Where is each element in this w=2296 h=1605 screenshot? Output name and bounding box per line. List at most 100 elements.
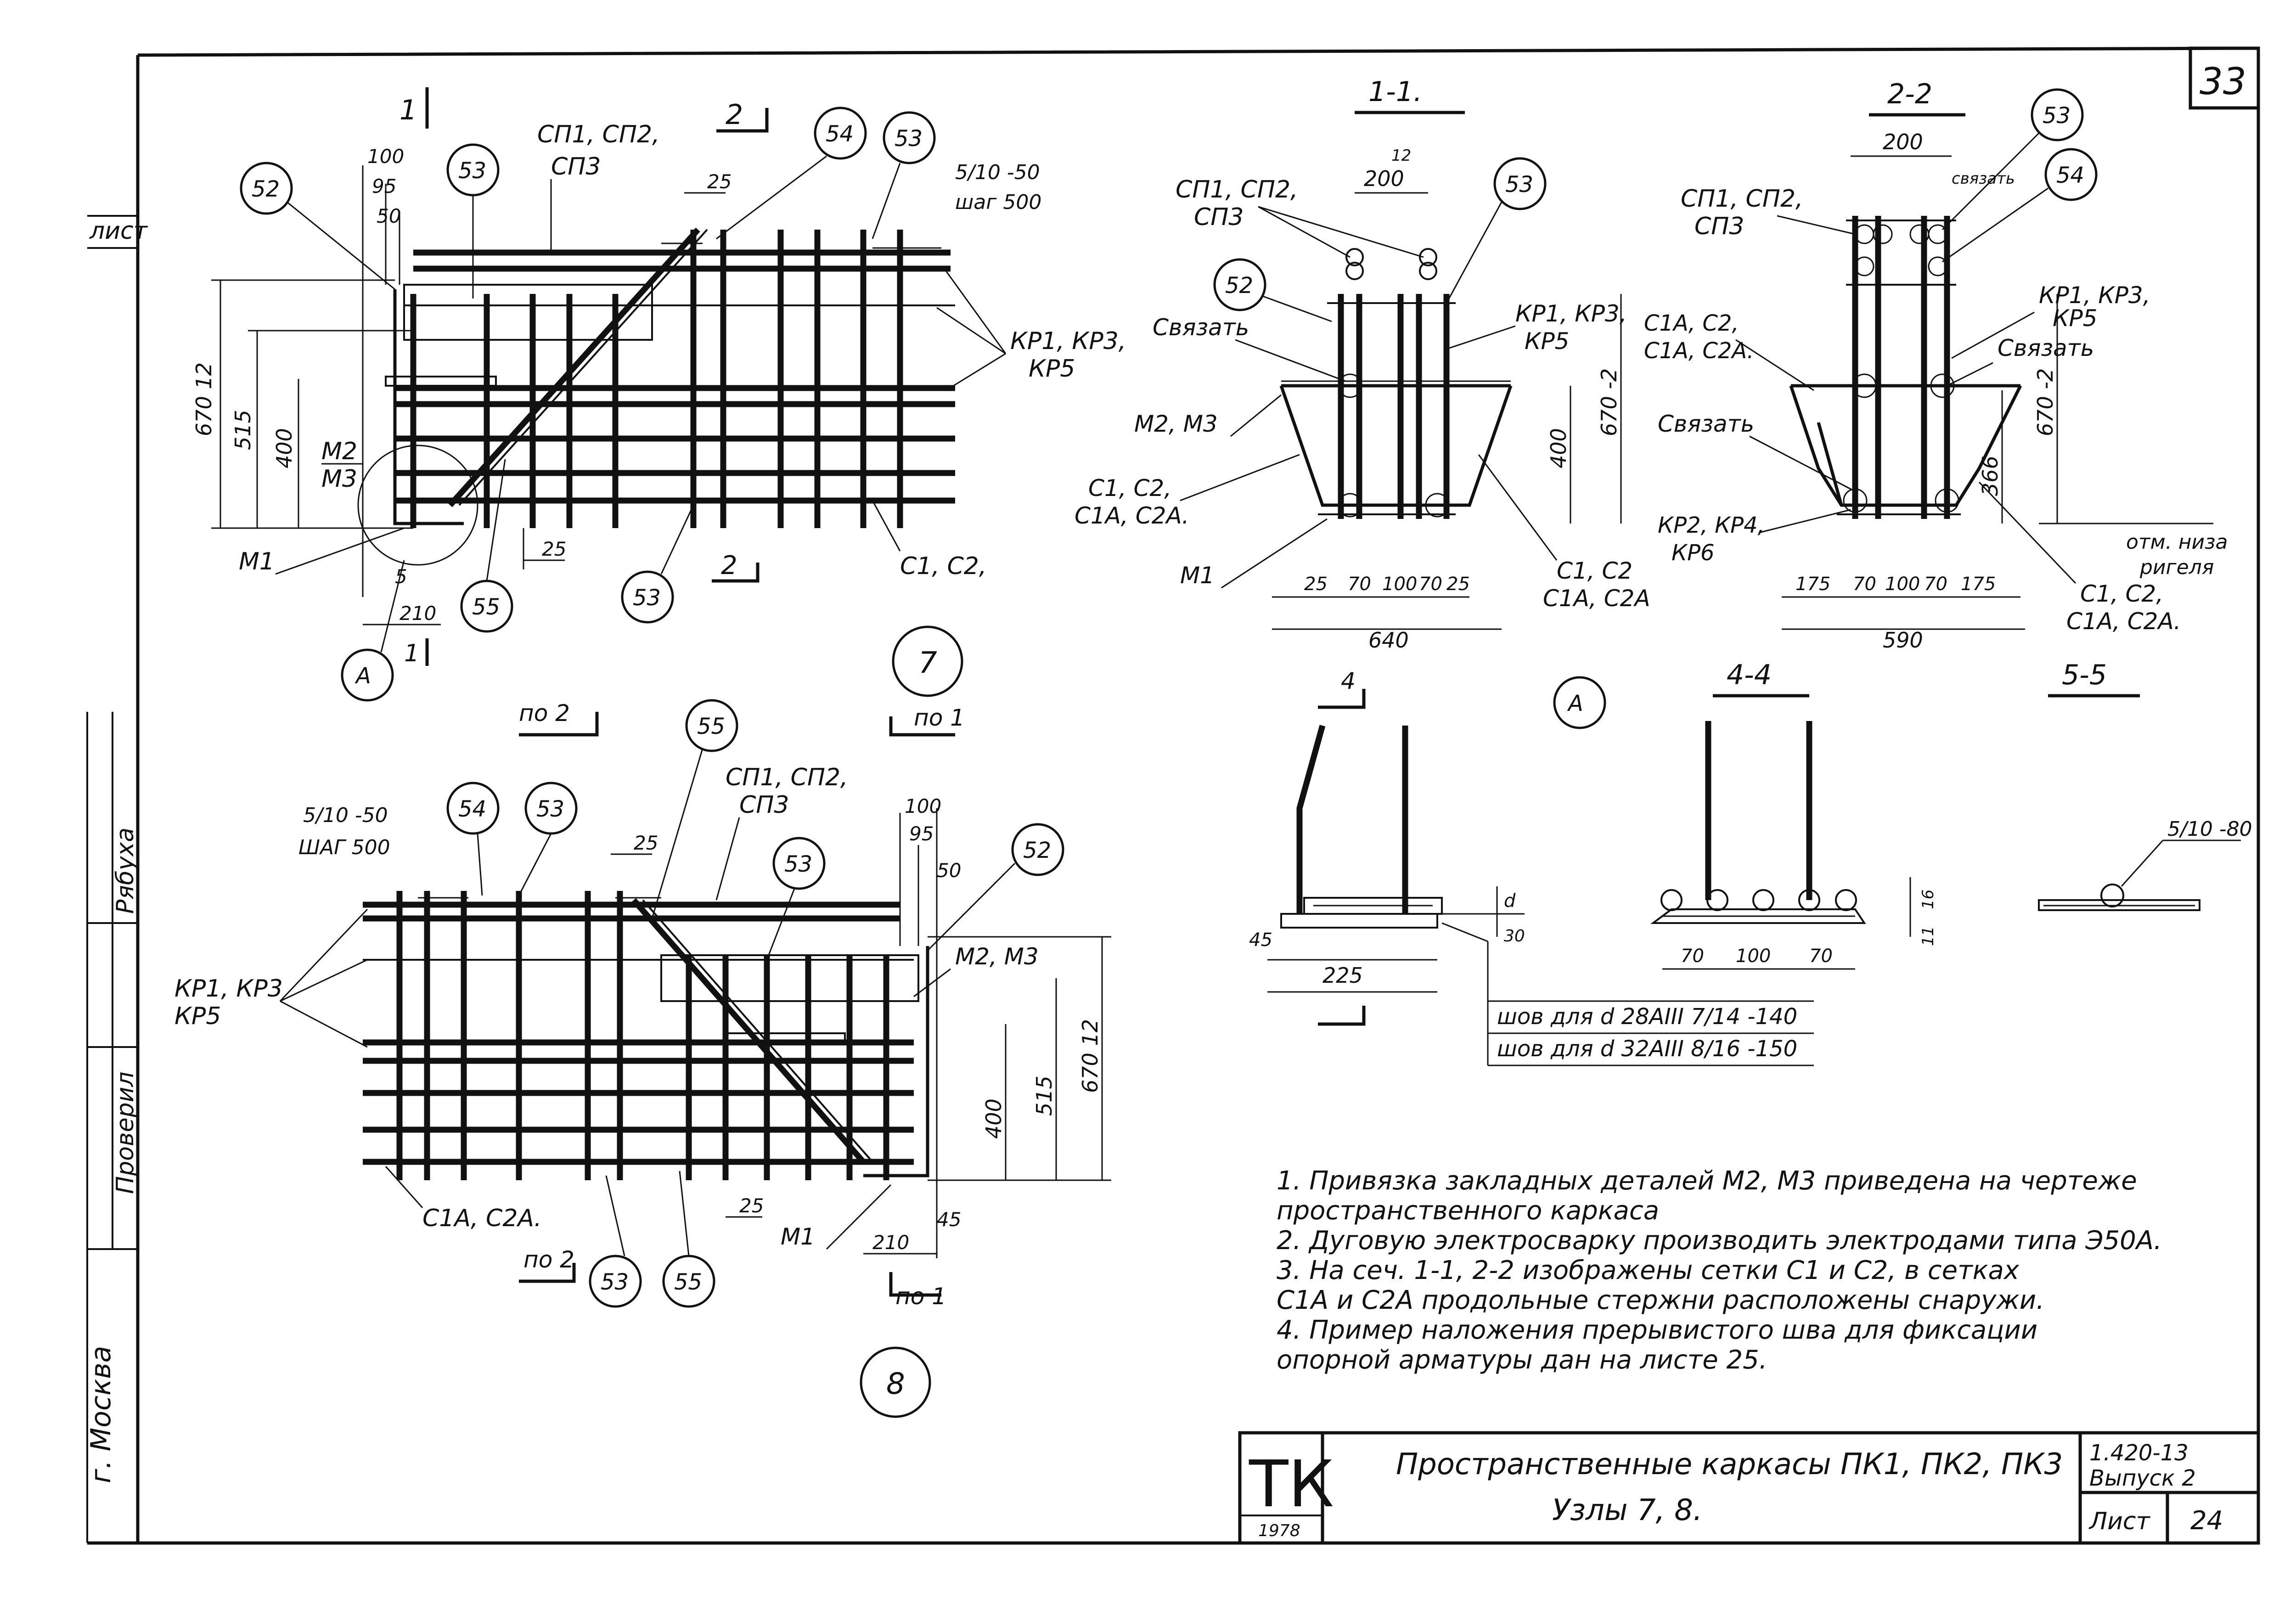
s11-callout-53: 53 — [1505, 172, 1533, 197]
note-line-3: 2. Дуговую электросварку производить эле… — [1277, 1226, 2162, 1256]
s44-dim-16: 16 — [1919, 890, 1937, 909]
n8-weld: 5/10 -50 — [303, 804, 388, 827]
s11-dim-total: 640 — [1368, 628, 1409, 653]
n8-callout-53: 53 — [536, 796, 564, 822]
note-line-2: пространственного каркаса — [1277, 1196, 1659, 1226]
tb-title-1: Пространственные каркасы ПК1, ПК2, ПК3 — [1396, 1447, 2063, 1481]
n8-callout-53c: 53 — [601, 1269, 629, 1295]
s22-dim-670: 670 -2 — [2033, 368, 2058, 436]
s11-label-sp: СП1, СП2, — [1176, 176, 1298, 203]
n7-label-sp: СП1, СП2, — [537, 121, 660, 148]
n7-dim-25b: 25 — [542, 538, 566, 560]
dA-callout: А — [1567, 691, 1583, 716]
n7-weld: 5/10 -50 — [955, 161, 1040, 184]
s22-label-kr: КР1, КР3, — [2039, 282, 2150, 309]
note-line-7: опорной арматуры дан на листе 25. — [1277, 1345, 1767, 1375]
tb-sheet: 24 — [2190, 1506, 2223, 1536]
n7-dim-50: 50 — [377, 205, 401, 227]
s22-dim-b0: 175 — [1795, 574, 1830, 595]
n7-label-c: С1, С2, — [900, 552, 986, 580]
s22-dim-b1: 70 — [1853, 574, 1876, 595]
s22-label-c: С1, С2, — [2080, 580, 2163, 607]
n8-mark-po2-bottom: по 2 — [523, 1246, 574, 1273]
s11-label-kr5: КР5 — [1525, 328, 1569, 355]
tb-mark: ТК — [1249, 1447, 1334, 1522]
s11-dim-b4: 25 — [1446, 574, 1470, 595]
s22-label-tie: Связать — [1658, 411, 1754, 437]
n8-label-m1: М1 — [781, 1223, 815, 1250]
s22-callout-53: 53 — [2043, 103, 2071, 129]
n7-dim-670: 670 12 — [191, 362, 216, 436]
n7-dim-100: 100 — [367, 145, 404, 168]
n7-dim-400: 400 — [272, 428, 297, 468]
node-8-view: по 2 по 1 — [174, 699, 1111, 1418]
s11-dim-200: 200 — [1364, 166, 1404, 191]
s11-title: 1-1. — [1368, 76, 1422, 108]
note-line-4: 3. На сеч. 1-1, 2-2 изображены сетки С1 … — [1277, 1256, 2020, 1285]
note-line-6: 4. Пример наложения прерывистого шва для… — [1277, 1315, 2037, 1345]
s11-dim-b1: 70 — [1348, 574, 1371, 595]
s22-dim-b4: 175 — [1961, 574, 1996, 595]
n7-callout-55: 55 — [472, 594, 500, 620]
section-4-4: 4-4 70 100 70 16 11 шов для d 28АIII 7/1… — [1441, 659, 1937, 1066]
s11-dim-400: 400 — [1546, 428, 1571, 468]
s22-label-kr6: КР6 — [1671, 540, 1715, 566]
sheet-frame: 33 — [87, 46, 2260, 1545]
s44-dim-11: 11 — [1919, 926, 1937, 946]
tb-sheet-label: Лист — [2088, 1508, 2150, 1535]
s22-callout-54: 54 — [2056, 163, 2084, 188]
tb-issue: Выпуск 2 — [2089, 1465, 2196, 1491]
n8-mark-po1: по 1 — [914, 704, 965, 731]
n7-label-m2: М2 — [321, 438, 357, 465]
s11-callout-52: 52 — [1225, 273, 1253, 298]
dA-dim-30: 30 — [1504, 927, 1525, 946]
n8-label-sp3: СП3 — [739, 791, 789, 819]
s22-dim-b3: 70 — [1924, 574, 1947, 595]
n7-label-sp3: СП3 — [551, 153, 601, 180]
n8-dim-515: 515 — [1032, 1076, 1057, 1116]
n7-dim-95: 95 — [372, 175, 396, 197]
s44-dim-b1: 100 — [1736, 946, 1771, 967]
s22-label-sp: СП1, СП2, — [1681, 185, 1803, 213]
s44-seam2: шов для d 32АIII 8/16 -150 — [1497, 1036, 1797, 1062]
s22-label-ca: С1А, С2, — [1644, 310, 1739, 336]
n8-label-ca: С1А, С2А. — [422, 1205, 542, 1232]
n8-callout-52: 52 — [1023, 838, 1051, 863]
n8-node-number: 8 — [886, 1367, 905, 1401]
n7-dim-515: 515 — [231, 410, 255, 450]
dA-dim-45: 45 — [1249, 929, 1272, 951]
node-7-view: 1 2 — [191, 87, 1126, 702]
sheet-number: 33 — [2200, 60, 2246, 103]
note-line-1: 1. Привязка закладных деталей М2, М3 при… — [1277, 1166, 2137, 1196]
s22-label-kr5: КР5 — [2053, 305, 2097, 332]
n8-mark-po2: по 2 — [519, 700, 570, 726]
n8-dim-100: 100 — [905, 795, 941, 817]
n8-label-kr5: КР5 — [174, 1002, 221, 1030]
n7-label-m1: М1 — [239, 548, 275, 575]
n7-label-m3: М3 — [321, 465, 357, 493]
dA-dim-d: d — [1504, 890, 1516, 912]
strip-checked-by: Проверил — [112, 1071, 139, 1194]
n8-dim-400: 400 — [981, 1098, 1006, 1139]
s22-label-sp3: СП3 — [1694, 213, 1745, 240]
n7-callout-54: 54 — [826, 121, 854, 147]
s44-title: 4-4 — [1727, 659, 1772, 691]
n7-dim-25: 25 — [707, 170, 732, 193]
n8-dim-25: 25 — [634, 832, 658, 854]
n7-section-bottom: 2 — [721, 551, 737, 580]
n7-view-mark: 2 — [726, 99, 743, 131]
n7-weld-step: шаг 500 — [955, 191, 1041, 214]
n8-dim-95: 95 — [909, 822, 934, 845]
n7-section-mark: 1 — [400, 94, 417, 126]
n7-node-number: 7 — [918, 646, 937, 680]
tb-year: 1978 — [1258, 1521, 1300, 1540]
s11-dim-12: 12 — [1391, 146, 1411, 165]
s22-label-ca2: С1А, С2А. — [1644, 338, 1754, 364]
s22-label-ca-r: С1А, С2А. — [2066, 608, 2181, 635]
section-1-1: 1-1. 200 12 400 670 -2 25 70 100 70 — [1075, 76, 1650, 653]
note-line-5: С1А и С2А продольные стержни расположены… — [1277, 1285, 2044, 1315]
n8-weld-step: ШАГ 500 — [298, 836, 390, 859]
s22-label-mark2: ригеля — [2139, 556, 2214, 579]
s11-label-sp3: СП3 — [1194, 203, 1244, 231]
